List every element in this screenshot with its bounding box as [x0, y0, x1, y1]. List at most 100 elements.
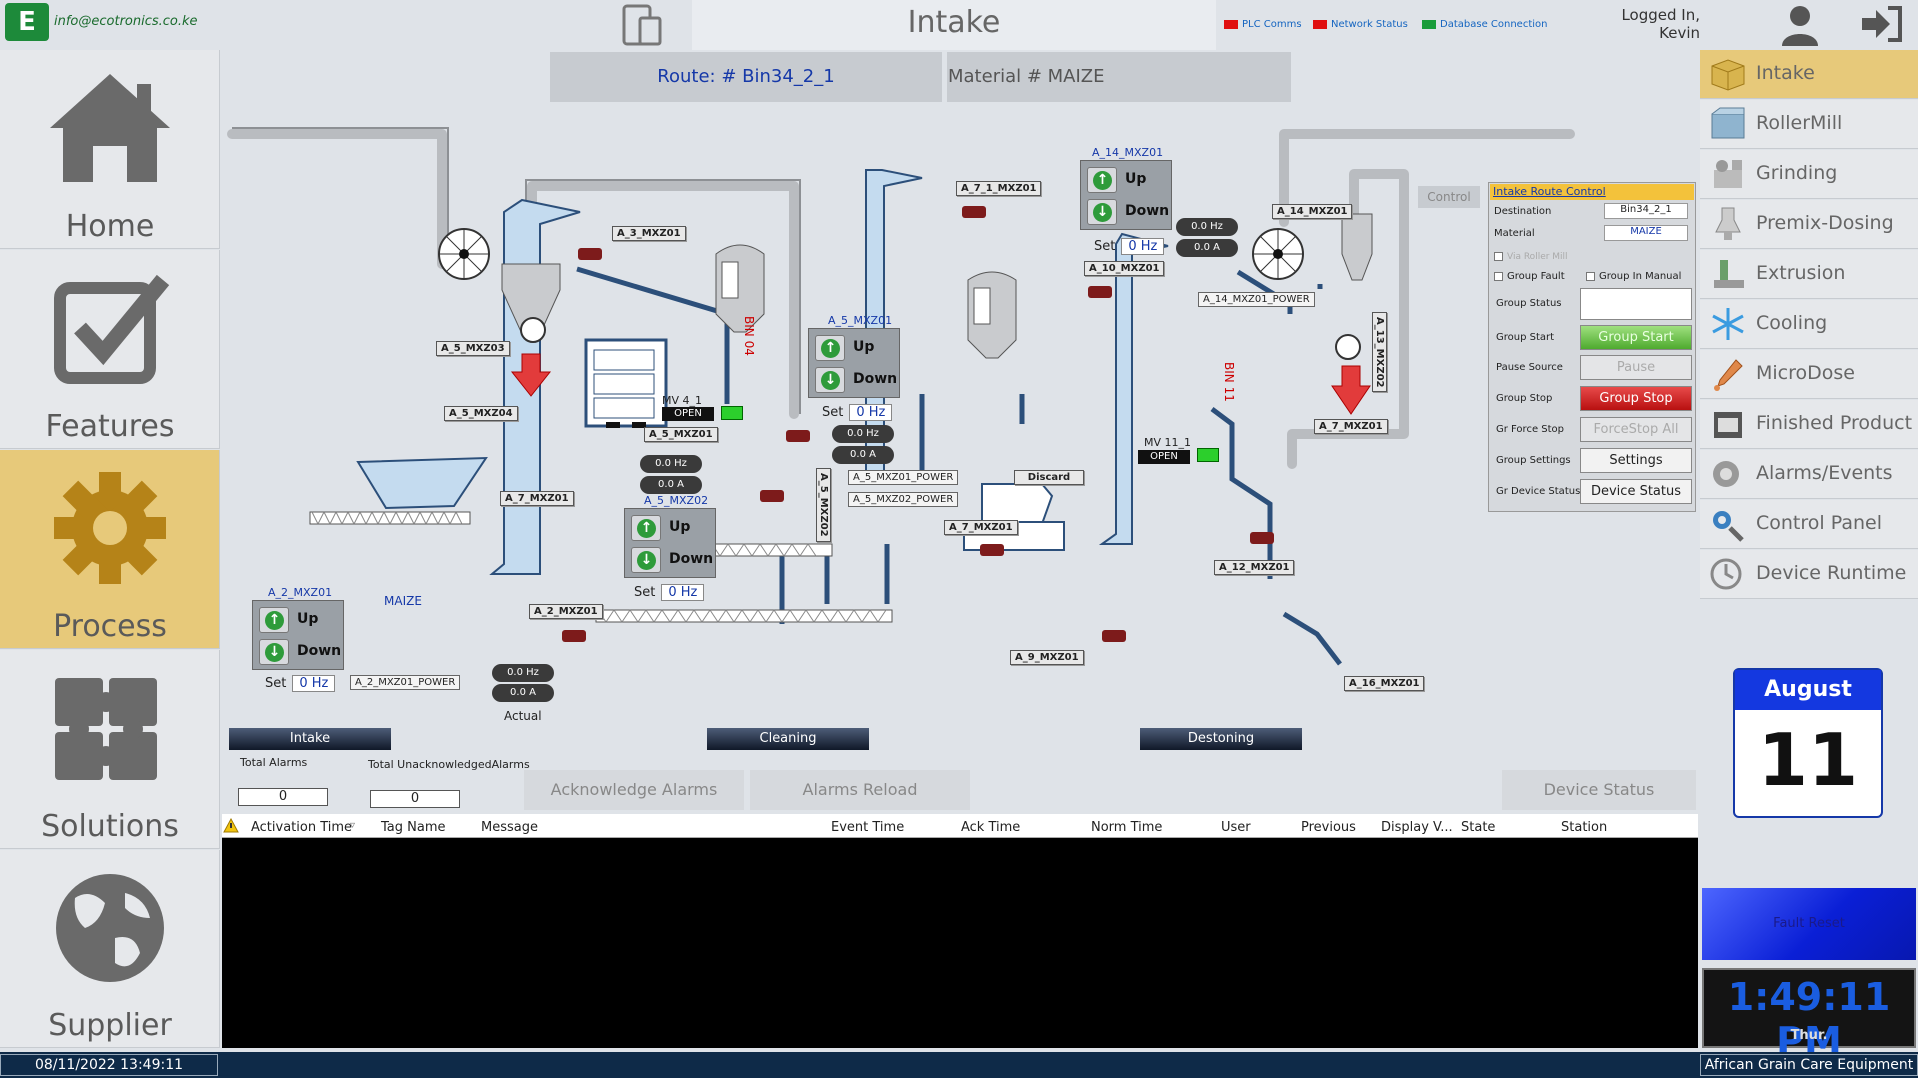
- up-button[interactable]: ↑: [631, 515, 661, 541]
- tag-a5-mxz04[interactable]: A_5_MXZ04: [444, 406, 518, 421]
- force-stop-button[interactable]: ForceStop All: [1580, 417, 1692, 442]
- col-norm-time[interactable]: Norm Time: [1091, 820, 1163, 835]
- col-event-time[interactable]: Event Time: [831, 820, 905, 835]
- damper-a5-icon[interactable]: [786, 430, 810, 442]
- col-activation-time[interactable]: Activation Time: [251, 820, 353, 835]
- acknowledge-alarms-button[interactable]: Acknowledge Alarms: [524, 770, 744, 810]
- fault-reset-button[interactable]: Fault Reset: [1702, 888, 1916, 960]
- group-fault-check[interactable]: Group Fault: [1494, 271, 1565, 282]
- nav-home[interactable]: Home: [0, 50, 220, 249]
- section-intake[interactable]: Intake: [229, 728, 391, 750]
- mv4-valve-icon[interactable]: [721, 406, 743, 420]
- set-label: Set: [1094, 239, 1116, 254]
- tag-a5-mxz03[interactable]: A_5_MXZ03: [436, 341, 510, 356]
- nav-features[interactable]: Features: [0, 250, 220, 449]
- damper-a3-icon[interactable]: [578, 248, 602, 260]
- rnav-extrusion[interactable]: Extrusion: [1700, 250, 1918, 299]
- col-station[interactable]: Station: [1561, 820, 1608, 835]
- set-value-field[interactable]: 0 Hz: [661, 584, 705, 601]
- set-value-field[interactable]: 0 Hz: [1121, 238, 1165, 255]
- tag-a5-mxz01[interactable]: A_5_MXZ01: [644, 427, 718, 442]
- discharge-arrow-1: [510, 353, 552, 397]
- control-button[interactable]: Control: [1418, 186, 1480, 208]
- nav-solutions[interactable]: Solutions: [0, 650, 220, 849]
- tag-a14[interactable]: A_14_MXZ01: [1272, 204, 1353, 219]
- tag-a16[interactable]: A_16_MXZ01: [1344, 676, 1425, 691]
- status-label: Network Status: [1331, 19, 1408, 30]
- rnav-device-runtime[interactable]: Device Runtime: [1700, 550, 1918, 599]
- tag-a10[interactable]: A_10_MXZ01: [1084, 261, 1165, 276]
- tag-a7-1[interactable]: A_7_1_MXZ01: [956, 181, 1042, 196]
- damper-a5b-icon[interactable]: [760, 490, 784, 502]
- section-cleaning[interactable]: Cleaning: [707, 728, 869, 750]
- down-button[interactable]: ↓: [259, 639, 289, 665]
- tag-a7-intake[interactable]: A_7_MXZ01: [500, 491, 574, 506]
- tag-a3[interactable]: A_3_MXZ01: [612, 226, 686, 241]
- rnav-microdose[interactable]: MicroDose: [1700, 350, 1918, 399]
- pause-button[interactable]: Pause: [1580, 355, 1692, 380]
- col-previous[interactable]: Previous: [1301, 820, 1356, 835]
- group-start-button[interactable]: Group Start: [1580, 325, 1692, 350]
- group-manual-check[interactable]: Group In Manual: [1586, 271, 1681, 282]
- down-button[interactable]: ↓: [815, 367, 845, 393]
- via-roller-mill[interactable]: Via Roller Mill: [1494, 252, 1568, 262]
- device-status-alarms-button[interactable]: Device Status: [1502, 770, 1696, 810]
- col-tag-name[interactable]: Tag Name: [381, 820, 446, 835]
- col-message[interactable]: Message: [481, 820, 538, 835]
- up-button[interactable]: ↑: [815, 335, 845, 361]
- damper-a9-icon[interactable]: [1102, 630, 1126, 642]
- cyclone-1: [501, 263, 561, 343]
- rnav-cooling[interactable]: Cooling: [1700, 300, 1918, 349]
- up-button[interactable]: ↑: [259, 607, 289, 633]
- down-button[interactable]: ↓: [1087, 199, 1117, 225]
- group-stop-button[interactable]: Group Stop: [1580, 386, 1692, 411]
- rnav-rollermill[interactable]: RollerMill: [1700, 100, 1918, 149]
- tag-a13-vert[interactable]: A_13_MXZ02: [1372, 312, 1387, 393]
- nav-process[interactable]: Process: [0, 450, 220, 649]
- col-user[interactable]: User: [1221, 820, 1251, 835]
- alarm-grid[interactable]: [222, 814, 1698, 1048]
- nav-supplier[interactable]: Supplier: [0, 850, 220, 1048]
- logout-icon[interactable]: [1858, 4, 1904, 44]
- damper-a10-icon[interactable]: [1088, 286, 1112, 298]
- set-value-field[interactable]: 0 Hz: [292, 675, 336, 692]
- tag-a2[interactable]: A_2_MXZ01: [529, 604, 603, 619]
- rnav-finished[interactable]: Finished Product: [1700, 400, 1918, 449]
- device-status-button[interactable]: Device Status: [1580, 479, 1692, 504]
- up-button[interactable]: ↑: [1087, 167, 1117, 193]
- tag-a9[interactable]: A_9_MXZ01: [1010, 650, 1084, 665]
- down-button[interactable]: ↓: [631, 547, 661, 573]
- material-field[interactable]: MAIZE: [1604, 225, 1688, 241]
- rnav-control-panel[interactable]: Control Panel: [1700, 500, 1918, 549]
- tag-a7-clean[interactable]: A_7_MXZ01: [944, 520, 1018, 535]
- tag-a7-dest[interactable]: A_7_MXZ01: [1314, 419, 1388, 434]
- set-label: Set: [265, 676, 287, 691]
- devices-icon[interactable]: [618, 4, 666, 46]
- damper-a2-icon[interactable]: [562, 630, 586, 642]
- alarms-reload-button[interactable]: Alarms Reload: [750, 770, 970, 810]
- destination-field[interactable]: Bin34_2_1: [1604, 203, 1688, 219]
- discard-tag[interactable]: Discard: [1014, 470, 1084, 485]
- damper-a71-icon[interactable]: [962, 206, 986, 218]
- rnav-premix[interactable]: Premix-Dosing: [1700, 200, 1918, 249]
- rnav-alarms[interactable]: Alarms/Events: [1700, 450, 1918, 499]
- section-destoning[interactable]: Destoning: [1140, 728, 1302, 750]
- col-ack-time[interactable]: Ack Time: [961, 820, 1021, 835]
- settings-button[interactable]: Settings: [1580, 448, 1692, 473]
- col-state[interactable]: State: [1461, 820, 1496, 835]
- sort-icon[interactable]: ▿: [350, 820, 356, 831]
- rnav-grinding[interactable]: Grinding: [1700, 150, 1918, 199]
- nav-label: Device Runtime: [1756, 562, 1907, 584]
- set-value-field[interactable]: 0 Hz: [849, 404, 893, 421]
- col-display-value[interactable]: Display V...: [1381, 820, 1453, 835]
- user-icon[interactable]: [1778, 2, 1822, 46]
- damper-a12-icon[interactable]: [1250, 532, 1274, 544]
- route-bar: [550, 52, 942, 102]
- grey-pipes: [227, 129, 1575, 469]
- tag-a12[interactable]: A_12_MXZ01: [1214, 560, 1295, 575]
- mv11-valve-icon[interactable]: [1197, 448, 1219, 462]
- tag-a5-mxz02-vert[interactable]: A_5_MXZ02: [816, 468, 831, 542]
- damper-a7-icon[interactable]: [980, 544, 1004, 556]
- rnav-intake[interactable]: Intake: [1700, 50, 1918, 99]
- contact-email[interactable]: info@ecotronics.co.ke: [54, 14, 198, 29]
